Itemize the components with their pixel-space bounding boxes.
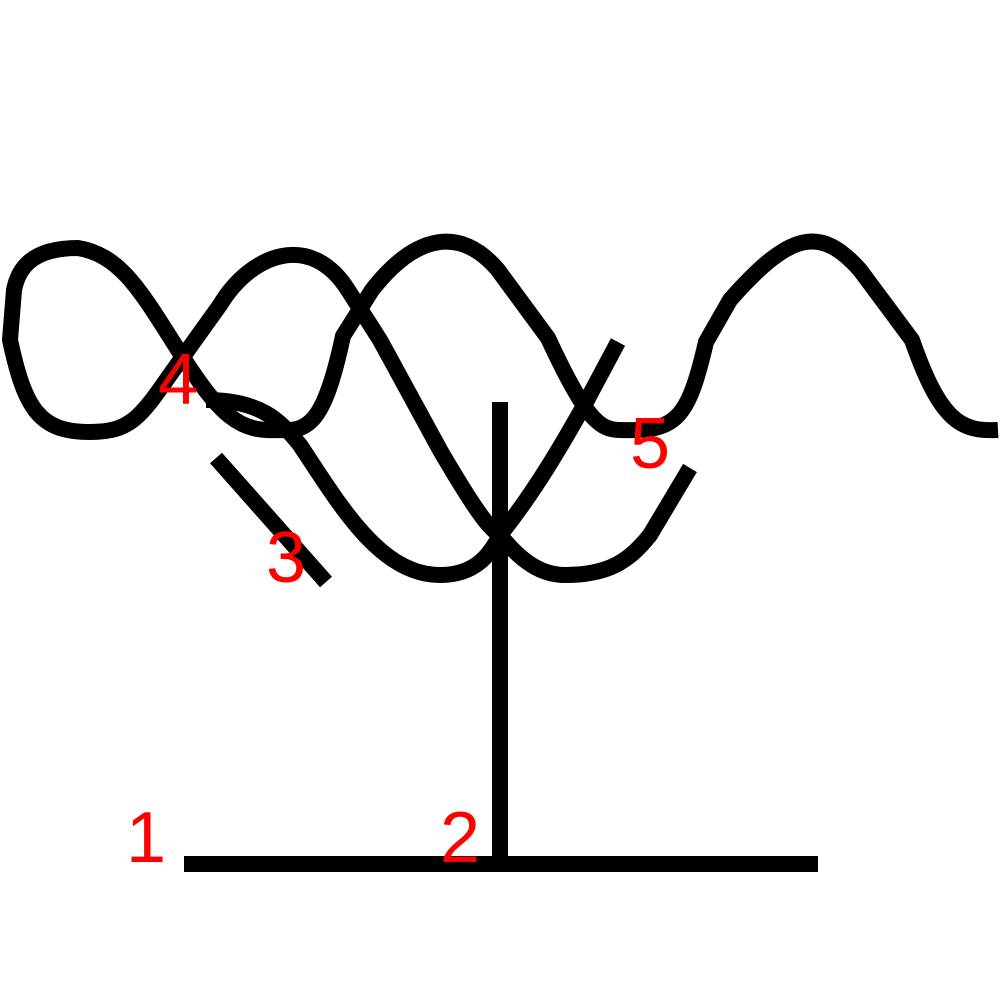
label-2: 2 xyxy=(440,798,480,878)
trough-curve xyxy=(205,392,697,583)
label-5: 5 xyxy=(630,404,670,484)
label-1: 1 xyxy=(126,798,166,878)
diagonal-segment xyxy=(210,452,332,588)
label-3: 3 xyxy=(266,518,306,598)
wavy-curve-long xyxy=(2,233,999,543)
rising-diagonal xyxy=(493,338,626,540)
label-4: 4 xyxy=(158,340,198,420)
